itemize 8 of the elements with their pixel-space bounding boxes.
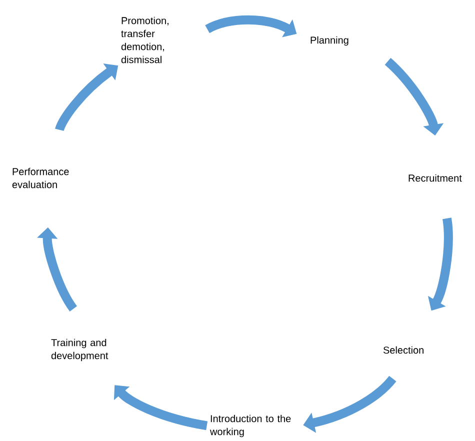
node-label: Promotion, transfer demotion, dismissal bbox=[121, 16, 168, 64]
node-label: Planning bbox=[310, 36, 348, 46]
node-label: Selection bbox=[383, 346, 424, 354]
node-label: Training and development bbox=[51, 338, 108, 362]
curved-arrow bbox=[114, 385, 208, 430]
node-label: Introduction to the working bbox=[210, 414, 291, 438]
node-label: Recruitment bbox=[408, 174, 462, 182]
node-label: Performance evaluation bbox=[12, 168, 69, 188]
